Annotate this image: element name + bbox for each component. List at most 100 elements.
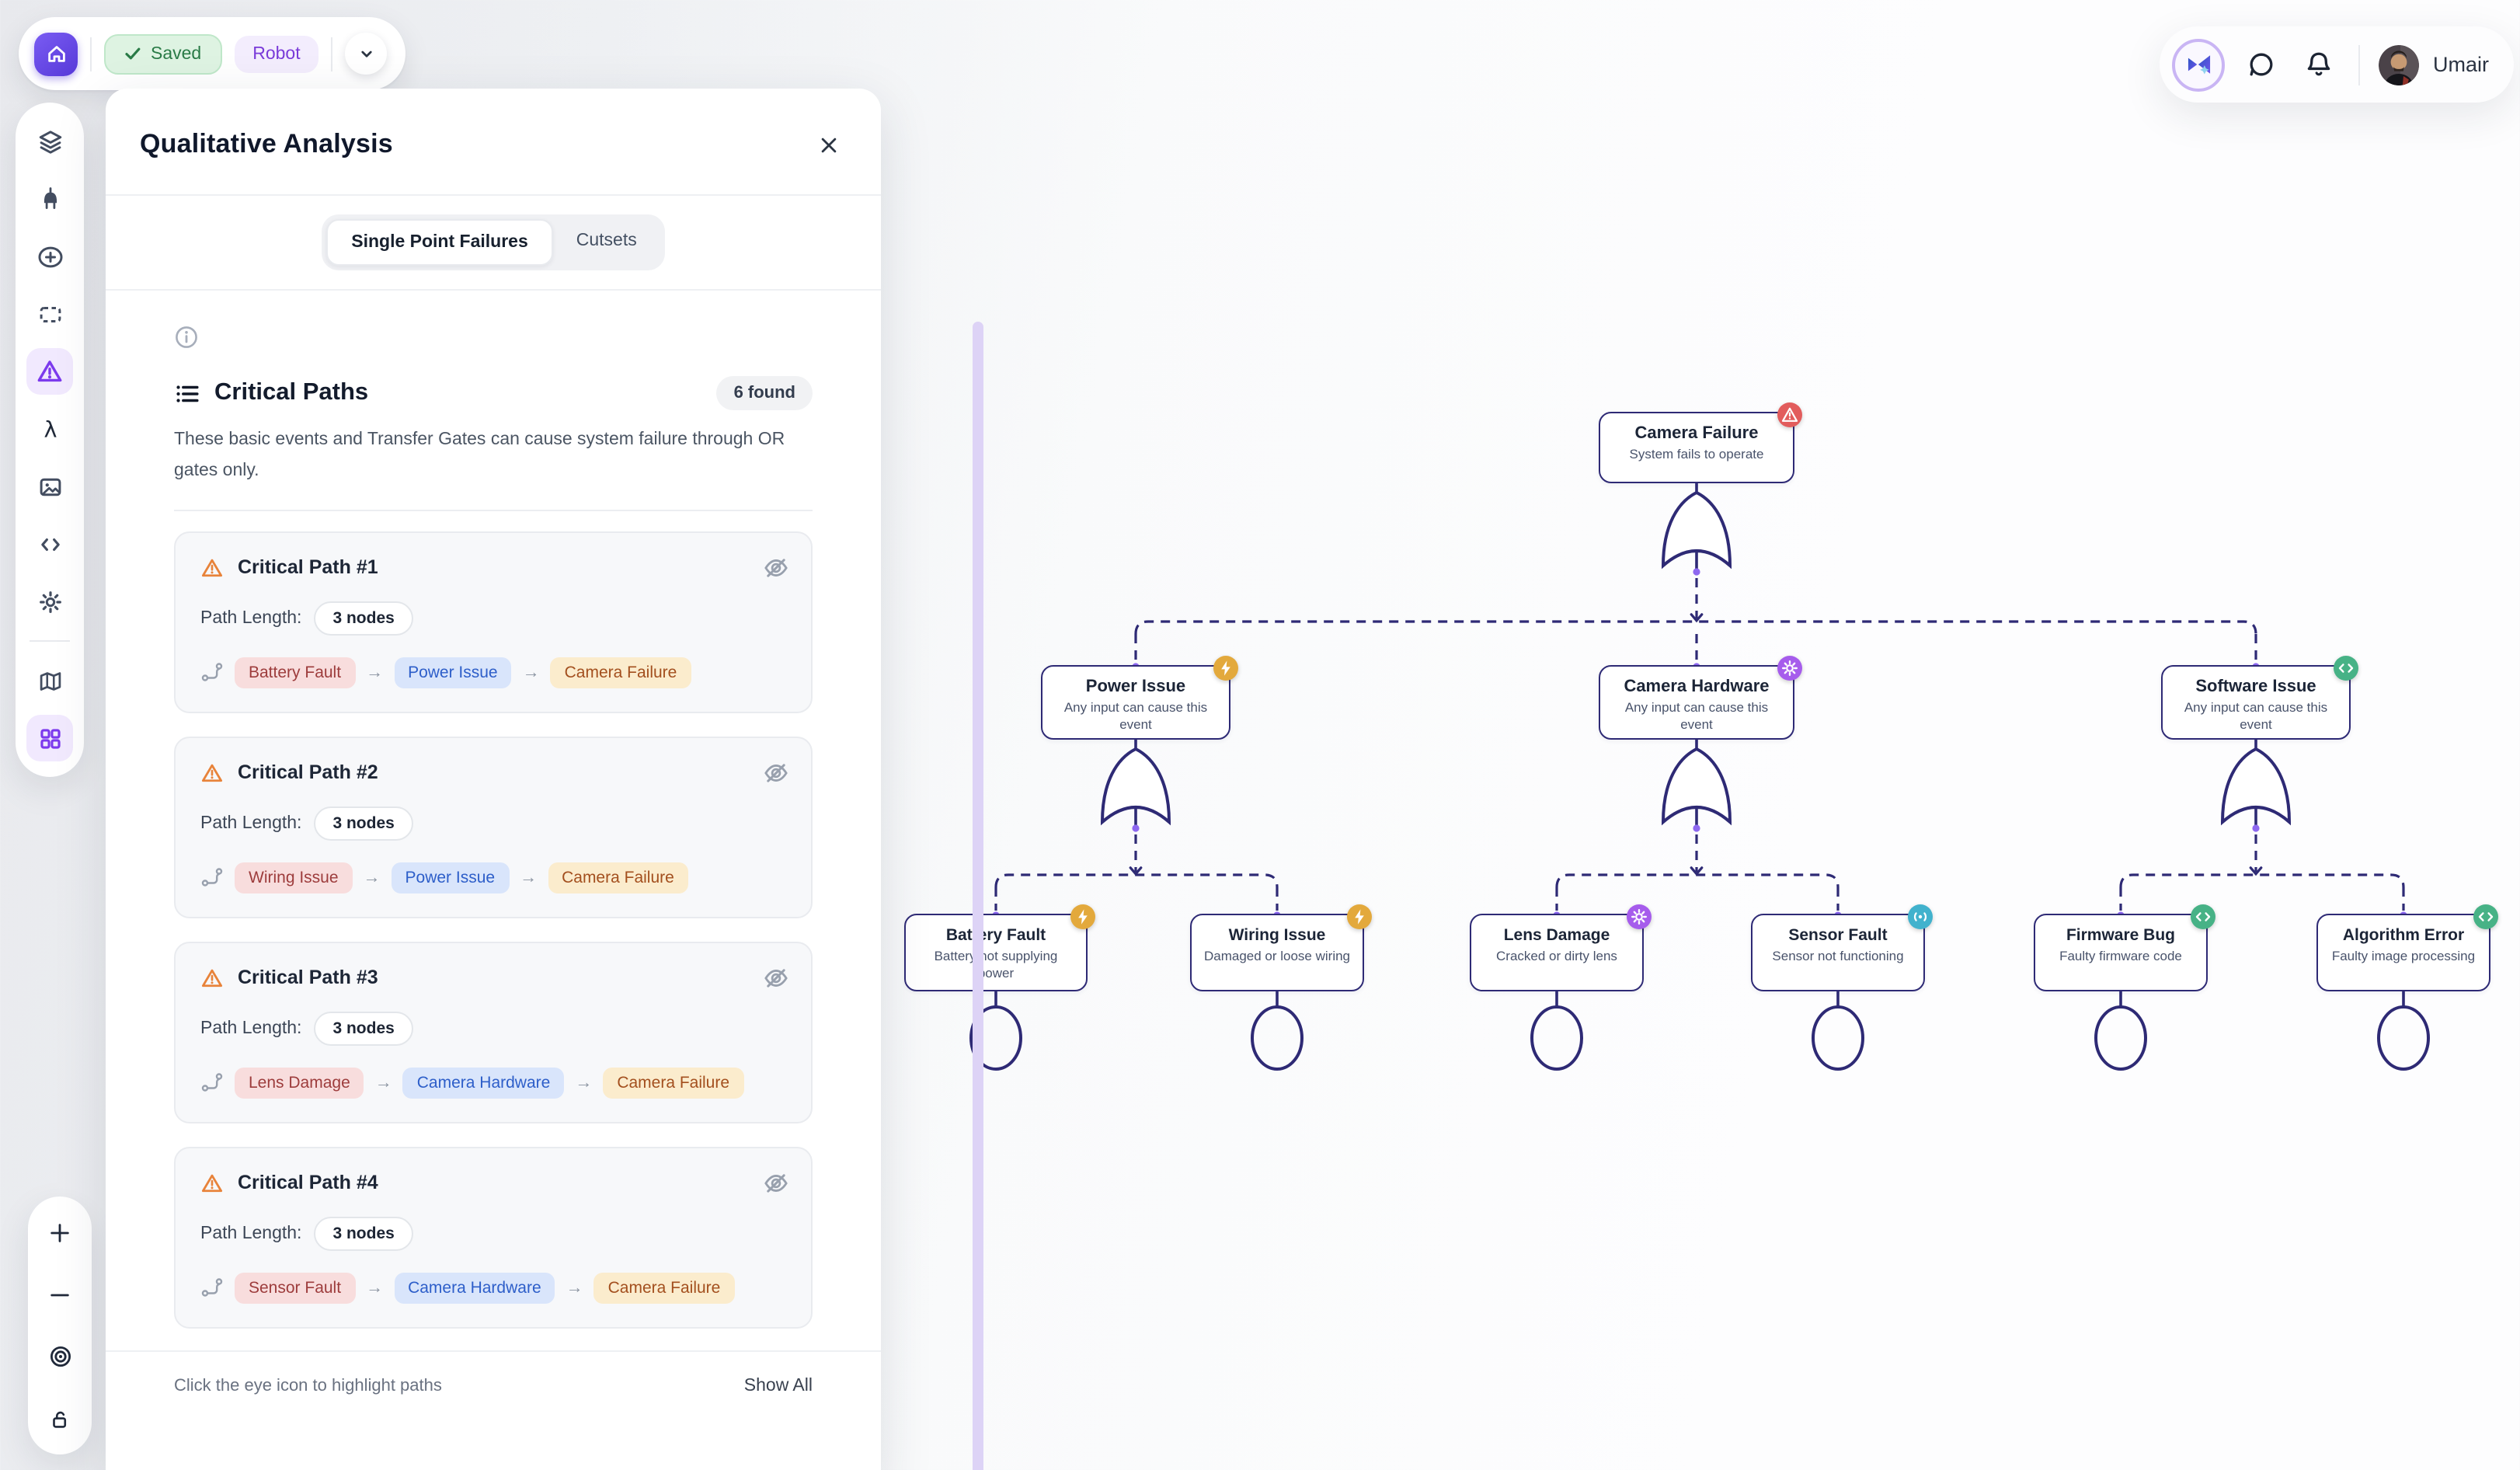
sidebar-item-layers[interactable] (26, 118, 73, 165)
path-node-chip: Camera Failure (550, 657, 691, 688)
chevron-down-icon (360, 50, 372, 57)
arrow-right-icon: → (575, 1073, 593, 1092)
tree-node-title: Power Issue (1085, 678, 1186, 696)
tab-single-point-failures[interactable]: Single Point Failures (326, 219, 553, 266)
app-logo-icon (2187, 55, 2210, 75)
info-icon[interactable] (174, 325, 199, 350)
sidebar-item-map[interactable] (26, 657, 73, 704)
qualitative-analysis-panel: Qualitative Analysis Single Point Failur… (106, 89, 983, 1470)
home-button[interactable] (34, 32, 78, 75)
tab-cutsets[interactable]: Cutsets (576, 232, 637, 250)
close-icon[interactable] (817, 133, 841, 156)
path-length-label: Path Length: (200, 1019, 302, 1038)
lock-button[interactable] (43, 1402, 77, 1436)
avatar-image (2379, 44, 2419, 85)
chat-button[interactable] (2239, 43, 2282, 86)
gear-badge-icon (1627, 904, 1652, 929)
tree-node-title: Algorithm Error (2342, 926, 2465, 945)
arrow-right-icon: → (363, 868, 381, 887)
logic-gate-icon (43, 186, 57, 209)
gear-badge-icon (1777, 656, 1802, 681)
code-badge-icon (2334, 656, 2358, 681)
tree-node-subtitle: Any input can cause this event (1624, 699, 1769, 733)
target-icon (49, 1346, 71, 1367)
path-length-value: 3 nodes (314, 1216, 413, 1251)
chat-bubble-icon (2249, 53, 2272, 76)
tree-node-subtitle: System fails to operate (1629, 446, 1764, 462)
path-length-value: 3 nodes (314, 601, 413, 636)
sidebar-item-lambda[interactable]: λ (26, 406, 73, 452)
eye-off-icon[interactable] (763, 964, 789, 991)
assistant-button[interactable] (2172, 38, 2225, 91)
minus-icon (50, 1293, 69, 1296)
fit-view-button[interactable] (43, 1339, 77, 1374)
bolt-badge-icon (1070, 904, 1095, 929)
selection-rect-icon (39, 306, 61, 322)
sidebar-item-add-node[interactable] (26, 233, 73, 280)
sidebar-item-selection[interactable] (26, 291, 73, 337)
panel-scrollbar[interactable] (973, 322, 983, 1470)
warning-triangle-icon (201, 968, 223, 987)
path-length-label: Path Length: (200, 608, 302, 628)
bolt-badge-icon (1213, 656, 1238, 681)
arrow-right-icon: → (366, 663, 384, 682)
user-avatar[interactable] (2379, 44, 2419, 85)
info-row (106, 312, 881, 361)
eye-off-icon[interactable] (763, 759, 789, 786)
tree-node-subtitle: Any input can cause this event (2184, 699, 2328, 733)
sidebar-item-image[interactable] (26, 463, 73, 510)
count-badge: 6 found (716, 376, 813, 410)
tree-node-subtitle: Any input can cause this event (1063, 699, 1208, 733)
path-node-chip: Sensor Fault (235, 1272, 356, 1304)
panel-footer: Click the eye icon to highlight paths Sh… (106, 1350, 881, 1395)
path-node-chip: Camera Hardware (402, 1067, 565, 1099)
zoom-in-button[interactable] (43, 1215, 77, 1249)
sidebar-item-settings[interactable] (26, 578, 73, 625)
show-all-button[interactable]: Show All (743, 1376, 813, 1395)
tree-node-title: Camera Failure (1634, 424, 1759, 443)
sidebar-item-grid[interactable] (26, 715, 73, 761)
section-description: These basic events and Transfer Gates ca… (174, 430, 785, 480)
toolbar-expand-button[interactable] (345, 33, 388, 75)
notifications-button[interactable] (2296, 43, 2340, 86)
arrow-right-icon: → (374, 1073, 392, 1092)
arrow-right-icon: → (566, 1278, 583, 1298)
route-icon (201, 868, 223, 887)
sidebar-item-code[interactable] (26, 521, 73, 567)
svg-text:λ: λ (44, 416, 57, 442)
main-toolbar: Saved Robot (19, 17, 406, 90)
panel-divider (106, 289, 881, 291)
tree-node-subtitle: Damaged or loose wiring (1203, 948, 1351, 963)
zoom-out-button[interactable] (43, 1277, 77, 1312)
eye-off-icon[interactable] (763, 1169, 789, 1196)
path-node-chip: Camera Failure (603, 1067, 744, 1099)
path-length-label: Path Length: (200, 813, 302, 833)
tree-node-title: Camera Hardware (1624, 678, 1770, 696)
path-length-label: Path Length: (200, 1224, 302, 1243)
code-badge-icon (2191, 904, 2215, 929)
code-icon (40, 538, 59, 550)
critical-path-title: Critical Path #2 (238, 761, 378, 784)
sidebar-item-gate[interactable] (26, 176, 73, 222)
mode-badge[interactable]: Robot (234, 35, 319, 72)
eye-off-icon[interactable] (763, 554, 789, 580)
footer-hint: Click the eye icon to highlight paths (174, 1376, 442, 1395)
path-length-value: 3 nodes (314, 1011, 413, 1046)
sidebar-item-analysis[interactable] (26, 348, 73, 395)
list-icon (176, 385, 199, 402)
image-icon (39, 477, 61, 496)
section-header: Critical Paths 6 found (106, 361, 881, 410)
